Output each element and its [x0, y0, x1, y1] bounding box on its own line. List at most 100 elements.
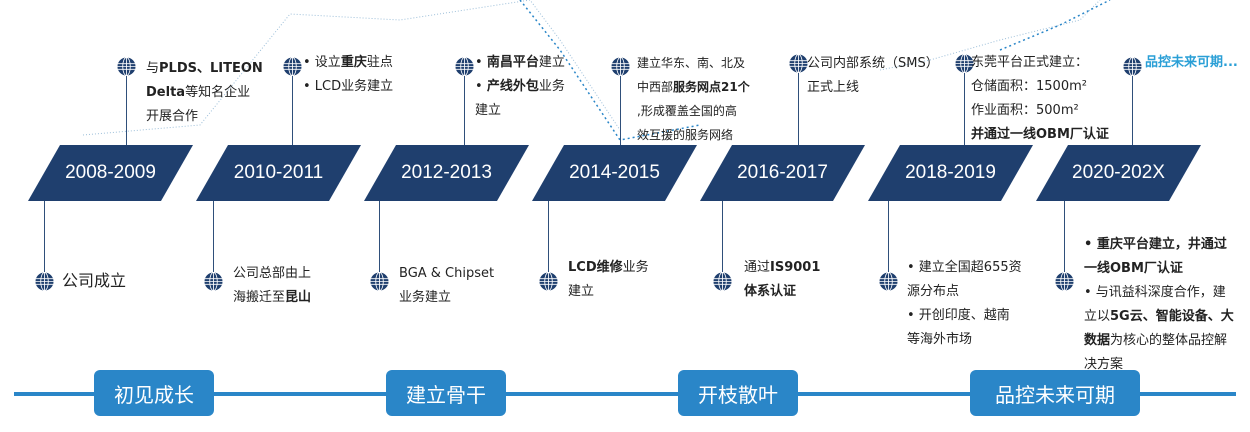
- text-line: • 南昌平台建立: [475, 51, 565, 75]
- text-line: LCD维修业务: [568, 256, 649, 280]
- connector-bottom: [1064, 201, 1065, 272]
- text-segment: 重庆平台建立，井通过: [1096, 237, 1227, 252]
- text-segment: 海搬迁至: [233, 290, 286, 305]
- text-segment: 公司成立: [62, 271, 127, 290]
- text-line: 效互援的服务网络: [637, 123, 750, 147]
- text-line: 公司总部由上: [233, 262, 311, 286]
- text-segment: • 设立: [303, 55, 341, 70]
- globe-icon: [204, 272, 223, 291]
- text-segment: 重庆: [340, 55, 367, 70]
- text-segment: • LCD业务建立: [303, 79, 394, 94]
- period-label: 2008-2009: [28, 145, 193, 201]
- text-segment: 公司总部由上: [233, 266, 312, 281]
- text-segment: 南昌平台: [486, 55, 539, 70]
- text-segment: 建立华东、南、北及: [637, 56, 746, 70]
- text-segment: • 开创印度、越南: [907, 308, 1010, 323]
- phase-label: 品控未来可期: [970, 370, 1140, 416]
- globe-icon: [370, 272, 389, 291]
- text-line: 公司成立: [62, 268, 126, 294]
- text-segment: 立以: [1084, 309, 1111, 324]
- text-segment: BGA & Chipset: [399, 266, 495, 281]
- text-segment: 品控未来可期...: [1145, 55, 1238, 70]
- text-line: 东莞平台正式建立：: [971, 51, 1109, 75]
- milestone-top-text: 品控未来可期...: [1145, 51, 1238, 75]
- globe-icon: [539, 272, 558, 291]
- globe-icon: [789, 54, 808, 73]
- text-segment: 产线外包: [486, 79, 539, 94]
- period-label: 2016-2017: [700, 145, 865, 201]
- connector-bottom: [888, 201, 889, 272]
- text-line: 并通过一线OBM厂认证: [971, 123, 1109, 147]
- globe-icon: [1055, 272, 1074, 291]
- milestone-top-text: • 设立重庆驻点 • LCD业务建立: [303, 51, 393, 99]
- text-segment: 决方案: [1084, 357, 1124, 372]
- period-label: 2020-202X: [1036, 145, 1201, 201]
- period-label: 2014-2015: [532, 145, 697, 201]
- text-segment: 服务网点21个: [673, 80, 750, 94]
- text-line: 决方案: [1084, 353, 1234, 377]
- text-segment: 仓储面积：1500m²: [971, 79, 1087, 94]
- connector-bottom: [379, 201, 380, 272]
- text-segment: 公司内部系统（SMS）: [807, 56, 939, 71]
- text-line: 建立: [568, 280, 649, 304]
- text-line: 通过IS9001: [744, 256, 820, 280]
- text-segment: 业务建立: [399, 290, 452, 305]
- text-segment: LCD维修: [568, 260, 623, 275]
- phase-label: 开枝散叶: [678, 370, 798, 416]
- text-segment: 等海外市场: [907, 332, 973, 347]
- text-segment: ,形成覆盖全国的高: [637, 104, 737, 118]
- text-segment: 昆山: [285, 290, 312, 305]
- globe-icon: [35, 272, 54, 291]
- text-segment: 为核心的整体品控解: [1110, 333, 1228, 348]
- text-line: 建立: [475, 99, 565, 123]
- text-segment: 正式上线: [807, 80, 860, 95]
- text-line: • 开创印度、越南: [907, 304, 1022, 328]
- text-segment: 等知名企业: [185, 85, 251, 100]
- text-segment: 建立: [475, 103, 502, 118]
- globe-icon: [455, 57, 474, 76]
- text-segment: 开展合作: [146, 109, 199, 124]
- text-segment: 体系认证: [744, 284, 797, 299]
- period-label: 2018-2019: [868, 145, 1033, 201]
- text-line: 作业面积：500m²: [971, 99, 1109, 123]
- text-line: 开展合作: [146, 105, 263, 129]
- text-line: BGA & Chipset: [399, 262, 494, 286]
- phase-label: 初见成长: [94, 370, 214, 416]
- milestone-top-text: 建立华东、南、北及中西部服务网点21个 ,形成覆盖全国的高效互援的服务网络: [637, 51, 750, 147]
- period-label: 2012-2013: [364, 145, 529, 201]
- text-line: 一线OBM厂认证: [1084, 257, 1234, 281]
- text-segment: 驻点: [366, 55, 393, 70]
- milestone-bottom-text: 通过IS9001 体系认证: [744, 256, 820, 304]
- text-segment: 源分布点: [907, 284, 960, 299]
- connector-top: [964, 72, 965, 145]
- period-label: 2010-2011: [196, 145, 361, 201]
- text-segment: 中西部: [637, 80, 674, 94]
- milestone-bottom-text: BGA & Chipset 业务建立: [399, 262, 494, 310]
- text-segment: 业务: [538, 79, 565, 94]
- globe-icon: [713, 272, 732, 291]
- milestone-top-text: 公司内部系统（SMS） 正式上线: [807, 52, 939, 100]
- text-segment: 通过: [744, 260, 771, 275]
- text-segment: 一线OBM厂认证: [1084, 261, 1183, 276]
- text-line: 品控未来可期...: [1145, 51, 1238, 75]
- milestone-top-text: • 南昌平台建立• 产线外包业务建立: [475, 51, 565, 123]
- text-segment: 数据: [1084, 333, 1111, 348]
- text-line: • LCD业务建立: [303, 75, 393, 99]
- text-line: • 产线外包业务: [475, 75, 565, 99]
- milestone-bottom-text: • 建立全国超655资源分布点 • 开创印度、越南等海外市场: [907, 256, 1022, 352]
- text-segment: IS9001: [770, 260, 821, 275]
- text-line: 与PLDS、LITEON: [146, 57, 263, 81]
- milestone-bottom-text: LCD维修业务建立: [568, 256, 649, 304]
- connector-top: [292, 75, 293, 145]
- milestone-bottom-text: • 重庆平台建立，井通过一线OBM厂认证• 与讯益科深度合作，建立以5G云、智能…: [1084, 233, 1234, 377]
- text-line: 体系认证: [744, 280, 820, 304]
- phase-axis-line: [14, 392, 1236, 396]
- text-segment: • 建立全国超655资: [907, 260, 1022, 275]
- globe-icon: [117, 57, 136, 76]
- text-line: 正式上线: [807, 76, 939, 100]
- text-line: • 建立全国超655资: [907, 256, 1022, 280]
- milestone-bottom-text: 公司成立: [62, 268, 126, 294]
- text-line: 公司内部系统（SMS）: [807, 52, 939, 76]
- text-line: 海搬迁至昆山: [233, 286, 311, 310]
